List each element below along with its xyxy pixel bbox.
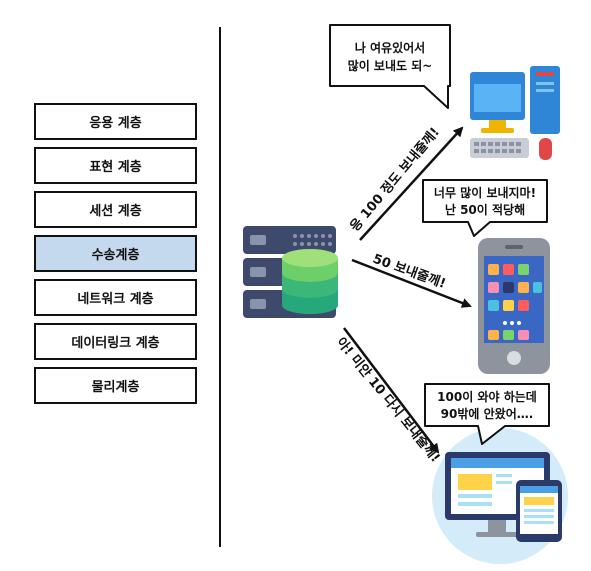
- layer-presentation: 표현 계층: [34, 147, 197, 184]
- layer-session: 세션 계층: [34, 191, 197, 228]
- bubble-monitor-line2: 90밖에 안왔어….: [441, 406, 534, 421]
- arrow-to-monitor: [343, 327, 440, 454]
- monitor-tablet-icon: [432, 428, 568, 564]
- bubble-monitor: 100이 와야 하는데 90밖에 안왔어….: [424, 383, 550, 445]
- vertical-divider: [219, 27, 221, 547]
- bubble-phone: 너무 많이 보내지마! 난 50이 적당해: [422, 179, 548, 237]
- bubble-phone-line2: 난 50이 적당해: [445, 202, 525, 217]
- bubble-desktop-line2: 많이 보내도 되~: [348, 58, 433, 73]
- arrow-to-phone: [351, 258, 472, 308]
- bubble-desktop-line1: 나 여유있어서: [355, 40, 425, 55]
- layer-network: 네트워크 계층: [34, 279, 197, 316]
- bubble-desktop: 나 여유있어서 많이 보내도 되~: [329, 24, 451, 109]
- smartphone-icon: [478, 238, 550, 374]
- layer-physical: 물리계층: [34, 367, 197, 404]
- bubble-monitor-line1: 100이 와야 하는데: [437, 389, 537, 404]
- bubble-phone-line1: 너무 많이 보내지마!: [434, 185, 536, 200]
- desktop-computer-icon: [470, 66, 560, 160]
- layer-application: 응용 계층: [34, 103, 197, 140]
- arrow-to-desktop: [359, 126, 464, 241]
- layer-datalink: 데이터링크 계층: [34, 323, 197, 360]
- server-database-icon: [243, 226, 338, 318]
- layer-transport: 수송계층: [34, 235, 197, 272]
